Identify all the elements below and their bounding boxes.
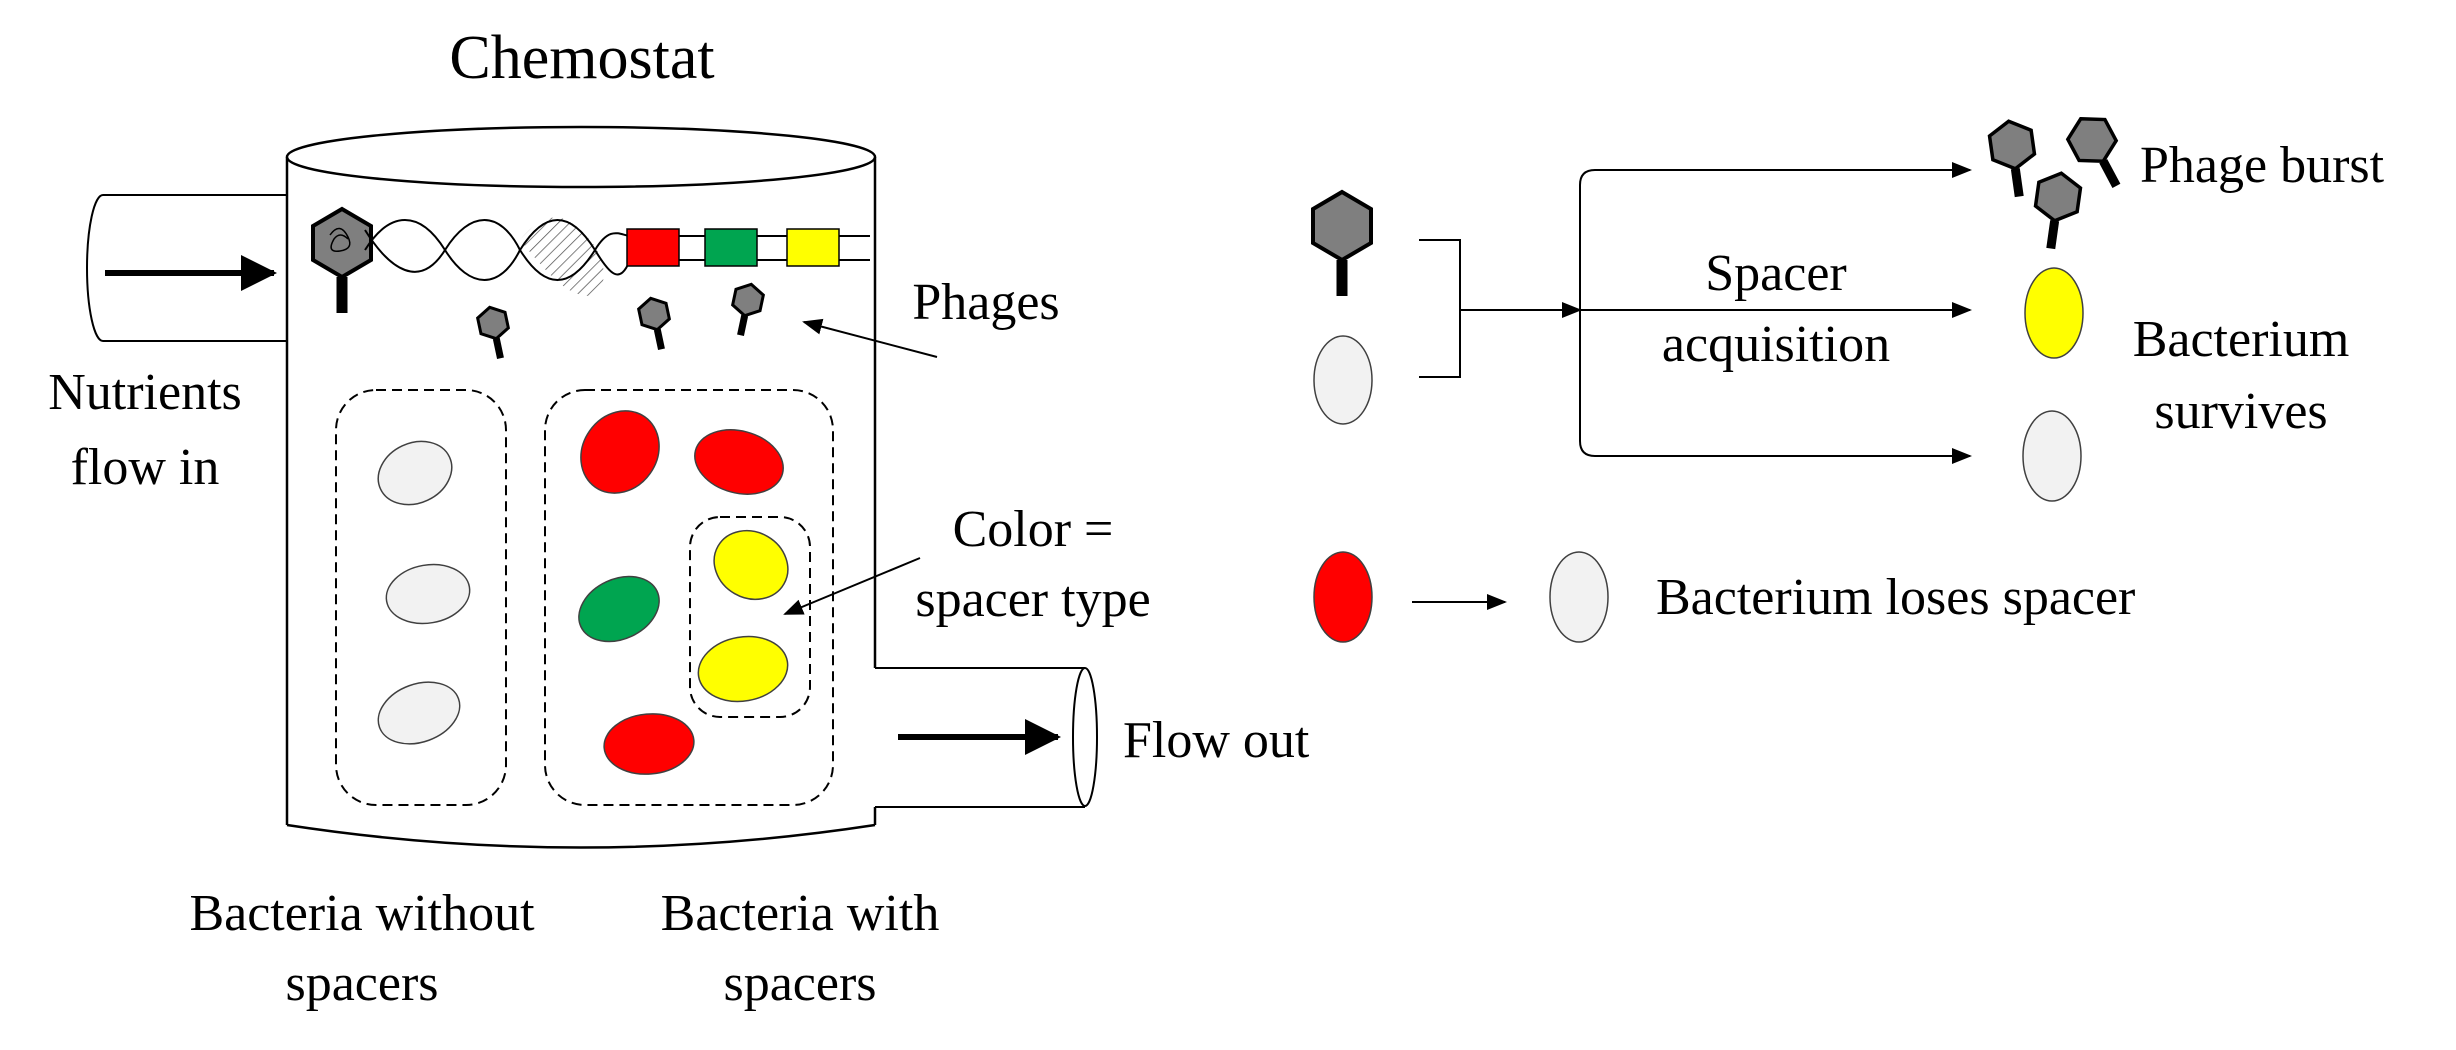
bacterium-green — [578, 575, 660, 643]
bacterium-loses-spacer-label: Bacterium loses spacer — [1656, 569, 2135, 626]
dna-strand-1 — [364, 219, 870, 281]
chemostat-title: Chemostat — [449, 24, 714, 92]
bacterium-plain — [377, 440, 453, 506]
bacterium-plain — [385, 563, 471, 625]
with-spacers-label-line1: Bacteria with — [661, 885, 940, 942]
bacterium-plain — [1549, 551, 1609, 643]
flow-out-label: Flow out — [1123, 712, 1310, 769]
phage-icon — [1313, 192, 1371, 296]
dna-hatched-segment — [520, 217, 604, 297]
phages-pointer-arrow — [802, 318, 938, 358]
spacer-acquisition-label-line2: acquisition — [1662, 316, 1890, 373]
spacer-yellow — [786, 228, 840, 267]
bacterium-survives-label-line1: Bacterium — [2133, 311, 2350, 368]
bacteria-without-spacers — [377, 440, 471, 745]
without-spacers-label-line1: Bacteria without — [189, 885, 535, 942]
bacterium-plain — [1313, 335, 1373, 425]
branch-top — [1579, 162, 1972, 310]
vessel-bottom — [286, 823, 876, 849]
bacterium-survives-label-line2: survives — [2154, 383, 2327, 440]
bacterium-red — [580, 410, 660, 494]
without-spacers-label-line2: spacers — [285, 955, 438, 1012]
input-bracket — [1419, 239, 1461, 378]
bacterium-yellow — [713, 529, 789, 601]
bacterium-yellow — [2024, 267, 2084, 359]
group-yellow-spacers — [689, 516, 811, 718]
bacterium-red — [694, 429, 784, 495]
bacterium-red — [603, 713, 695, 775]
phage-with-genome-icon — [313, 209, 371, 313]
bacteria-with-spacers — [578, 410, 789, 775]
color-pointer-arrow — [783, 557, 921, 615]
phage-burst-label: Phage burst — [2140, 137, 2385, 194]
spacer-red — [626, 228, 680, 267]
inlet-pipe — [86, 194, 287, 342]
bacterium-plain — [2022, 410, 2082, 502]
outlet-pipe-end — [1072, 667, 1098, 807]
phages-label: Phages — [912, 274, 1059, 331]
branch-bottom — [1579, 310, 1972, 464]
vessel-top — [285, 125, 877, 189]
infection-outcomes — [1313, 109, 2135, 643]
group-without-spacers — [335, 389, 507, 806]
group-with-spacers — [544, 389, 834, 806]
phage-icon — [2030, 170, 2082, 251]
bacterium-plain — [377, 681, 461, 745]
spacer-green — [704, 228, 758, 267]
color-label-line2: spacer type — [915, 571, 1150, 628]
nutrients-label-line1: Nutrients — [48, 364, 242, 421]
bacterium-red — [1313, 551, 1373, 643]
nutrients-label-line2: flow in — [71, 439, 220, 496]
spacer-acquisition-label-line1: Spacer — [1705, 245, 1846, 302]
color-label-line1: Color = — [953, 501, 1114, 558]
phage-dna-illustration — [313, 209, 870, 313]
dna-strand-2 — [364, 219, 870, 281]
bacterium-yellow — [697, 635, 789, 703]
phage-icon — [1988, 118, 2040, 199]
with-spacers-label-line2: spacers — [723, 955, 876, 1012]
outlet-pipe — [875, 667, 1085, 808]
